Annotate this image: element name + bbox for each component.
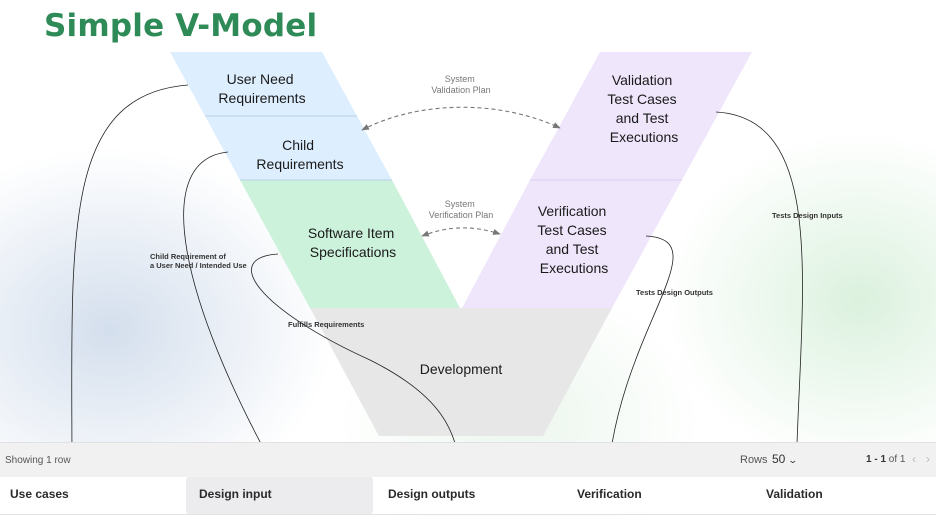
user-need-label: User Need Requirements [218, 71, 305, 106]
pager-of: of 1 [888, 454, 906, 465]
verification-label: Verification Test Cases and Test Executi… [537, 203, 610, 276]
child-requirements-label: Child Requirements [256, 137, 343, 172]
column-header-validation[interactable]: Validation [766, 487, 823, 501]
tests-inputs-annotation: Tests Design Inputs [772, 211, 843, 220]
column-header-design-input[interactable]: Design input [186, 477, 373, 514]
tests-outputs-annotation: Tests Design Outputs [636, 288, 713, 297]
table-header-row: Use cases Design input Design outputs Ve… [0, 477, 936, 515]
shape-verification [462, 180, 682, 308]
column-header-verification[interactable]: Verification [577, 487, 642, 501]
rows-label: Rows [740, 454, 768, 466]
validation-connector [715, 111, 803, 442]
verification-connector [612, 235, 674, 442]
chevron-right-icon[interactable]: › [926, 452, 930, 466]
validation-label: Validation Test Cases and Test Execution… [607, 72, 680, 145]
table-toolbar: Showing 1 row Rows 50⌄ 1 - 1 of 1 ‹ › [0, 442, 936, 477]
software-item-label: Software Item Specifications [308, 225, 398, 260]
use-cases-connector [71, 84, 189, 442]
verification-plan-label: System Verification Plan [429, 199, 494, 220]
shape-validation [530, 52, 752, 180]
column-header-use-cases[interactable]: Use cases [10, 487, 69, 501]
shape-development [310, 308, 612, 436]
chevron-left-icon[interactable]: ‹ [912, 452, 916, 466]
v-model-diagram: User Need Requirements Child Requirement… [71, 52, 843, 442]
page-title: Simple V-Model [44, 8, 318, 44]
rows-per-page-select[interactable]: 50⌄ [770, 451, 799, 467]
fulfills-annotation: Fulfills Requirements [288, 320, 364, 329]
shape-software-item [240, 180, 460, 308]
validation-plan-label: System Validation Plan [431, 74, 490, 95]
shape-user-need [170, 52, 357, 116]
pager-range: 1 - 1 [866, 454, 887, 465]
chevron-down-icon: ⌄ [787, 455, 799, 465]
validation-plan-arrow [361, 106, 561, 131]
column-header-design-outputs[interactable]: Design outputs [388, 487, 476, 501]
rows-per-page-value: 50 [772, 452, 786, 466]
shape-child-requirements [205, 116, 392, 180]
development-label: Development [420, 361, 503, 377]
pagination-status: 1 - 1 of 1 [866, 454, 905, 465]
row-count-status: Showing 1 row [5, 455, 71, 466]
design-input-connector [183, 151, 261, 442]
verification-plan-arrow [421, 227, 501, 237]
design-outputs-connector [251, 253, 455, 442]
child-of-annotation: Child Requirement of a User Need / Inten… [150, 252, 247, 270]
